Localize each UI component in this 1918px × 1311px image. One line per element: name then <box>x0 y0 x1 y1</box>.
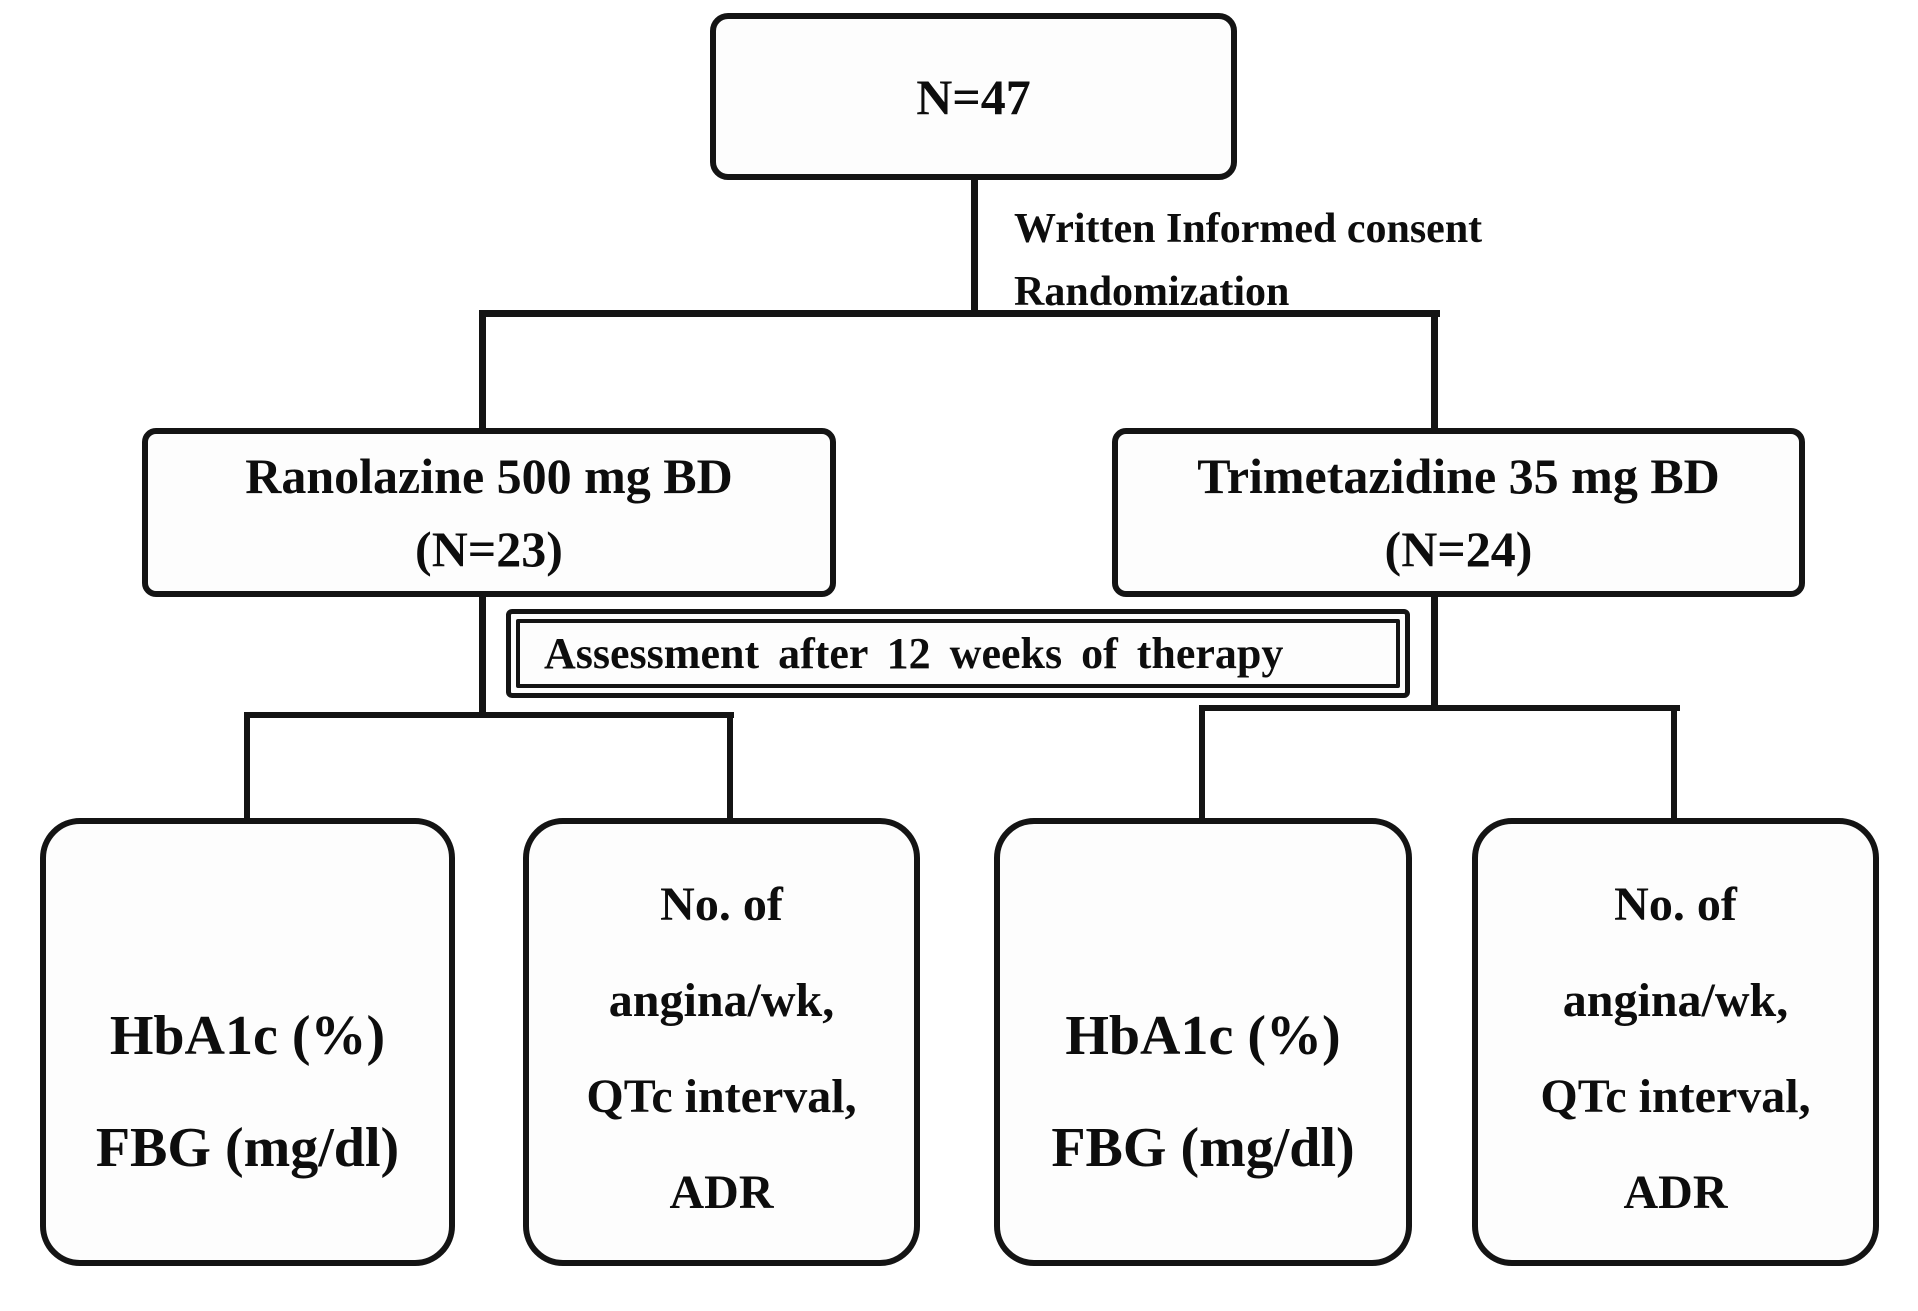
outcome-line: QTc interval, <box>1540 1070 1811 1123</box>
connector-drop-left-arm <box>479 310 486 432</box>
consent-note-line1: Written Informed consent <box>1014 206 1483 252</box>
arm-ranolazine-title: Ranolazine 500 mg BD <box>245 448 733 504</box>
arm-box-trimetazidine: Trimetazidine 35 mg BD (N=24) <box>1112 428 1805 597</box>
outcome-line: angina/wk, <box>608 974 835 1027</box>
outcome-line: FBG (mg/dl) <box>1051 1117 1355 1179</box>
connector-stem-right-mid <box>1431 592 1438 711</box>
connector-stem-left-mid <box>479 594 486 718</box>
connector-drop-right-arm <box>1431 310 1438 432</box>
enrollment-box: N=47 <box>710 13 1237 180</box>
consent-note-line2: Randomization <box>1014 269 1290 315</box>
connector-right-drop-1 <box>1199 705 1205 820</box>
arm-trimetazidine-title: Trimetazidine 35 mg BD <box>1197 448 1720 504</box>
outcome-line: No. of <box>1614 878 1737 931</box>
outcome-line: QTc interval, <box>586 1070 857 1123</box>
assessment-box: Assessment after 12 weeks of therapy <box>506 609 1410 698</box>
connector-left-drop-1 <box>244 712 250 820</box>
outcome-box-ranolazine-cardiac: No. of angina/wk, QTc interval, ADR <box>523 818 920 1266</box>
outcome-line: ADR <box>669 1166 774 1219</box>
connector-left-split-bar <box>244 712 734 718</box>
outcome-box-trimetazidine-metabolic: HbA1c (%) FBG (mg/dl) <box>994 818 1412 1266</box>
outcome-box-ranolazine-metabolic: HbA1c (%) FBG (mg/dl) <box>40 818 455 1266</box>
outcome-line: FBG (mg/dl) <box>95 1117 400 1179</box>
arm-trimetazidine-n: (N=24) <box>1384 520 1533 577</box>
assessment-box-inner: Assessment after 12 weeks of therapy <box>516 619 1400 688</box>
arm-ranolazine-n: (N=23) <box>415 520 563 577</box>
outcome-line: angina/wk, <box>1562 974 1789 1027</box>
consent-randomization-note: Written Informed consent Randomization <box>1014 198 1482 324</box>
connector-right-split-bar <box>1199 705 1680 711</box>
outcome-line: HbA1c (%) <box>109 1005 386 1067</box>
outcome-line: HbA1c (%) <box>1065 1005 1341 1067</box>
outcome-line: ADR <box>1623 1166 1728 1219</box>
connector-stem-top <box>971 178 978 315</box>
enrollment-count: N=47 <box>916 68 1031 125</box>
connector-randomization-bar <box>482 310 1440 317</box>
arm-box-ranolazine: Ranolazine 500 mg BD (N=23) <box>142 428 836 597</box>
assessment-label: Assessment after 12 weeks of therapy <box>544 629 1284 678</box>
connector-left-drop-2 <box>727 712 733 820</box>
outcome-box-trimetazidine-cardiac: No. of angina/wk, QTc interval, ADR <box>1472 818 1879 1266</box>
outcome-line: No. of <box>660 878 783 931</box>
connector-right-drop-2 <box>1671 705 1677 820</box>
